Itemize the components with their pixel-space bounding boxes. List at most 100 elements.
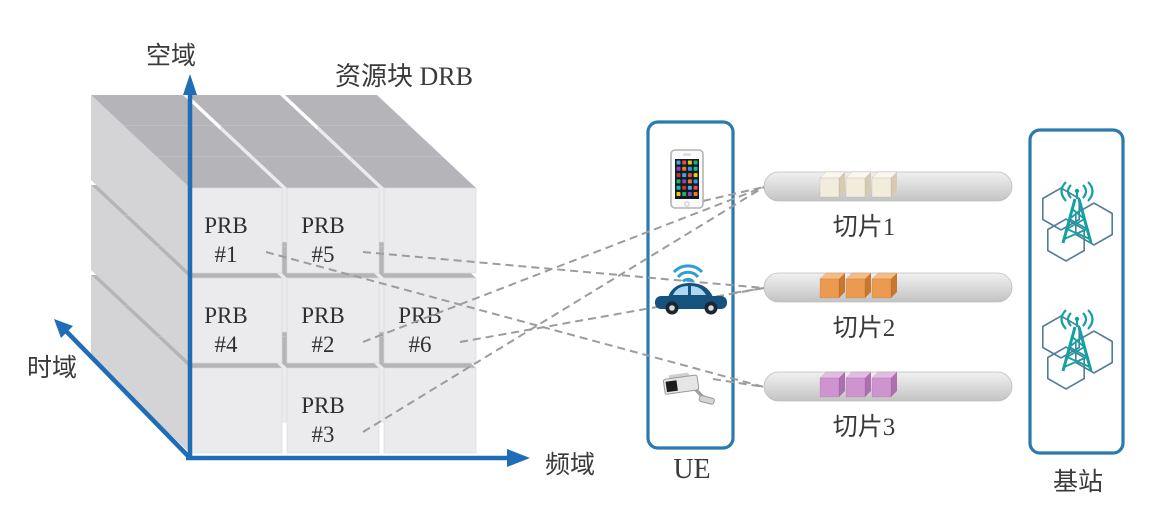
frequency-axis-arrow-icon <box>507 449 530 467</box>
cube-front-face <box>189 367 283 454</box>
cube-front-face <box>286 277 380 364</box>
cube-top-face <box>221 126 346 157</box>
prb-slice-link <box>362 186 765 433</box>
cell-tower-icon <box>1042 181 1113 262</box>
cube-side-face <box>124 306 157 422</box>
resource-block-cube <box>91 95 477 454</box>
device-slice-link <box>712 378 765 388</box>
app-icon <box>676 166 681 171</box>
prb-number: #6 <box>409 332 432 357</box>
app-icon <box>676 185 681 190</box>
slice-cube-front <box>845 377 866 398</box>
signal-wave-icon <box>1066 312 1072 327</box>
ue-devices <box>655 149 727 405</box>
app-icon <box>693 185 698 190</box>
device-slice-link <box>732 287 765 294</box>
cube-top-face <box>124 126 249 157</box>
app-icon <box>682 160 687 165</box>
base-station-label: 基站 <box>1053 468 1103 496</box>
signal-wave-icon <box>1066 184 1072 199</box>
hex-cell <box>1042 315 1080 359</box>
cube-front-face <box>286 187 380 274</box>
app-icon <box>676 173 681 178</box>
time-axis <box>64 329 192 460</box>
surveillance-camera-icon <box>662 372 715 405</box>
slice-cube-side <box>839 172 845 197</box>
app-icon <box>682 192 687 196</box>
cube-side-face <box>91 185 124 301</box>
cube-front-face <box>189 277 283 364</box>
app-icon <box>693 160 698 165</box>
slice-cube-side <box>865 172 871 197</box>
slice-cube-front <box>871 177 892 198</box>
slice-cube-front <box>871 278 892 299</box>
prb-number: #5 <box>312 242 335 267</box>
signal-wave-icon <box>1060 181 1067 202</box>
slice-cube-side <box>839 372 845 397</box>
prb-label: PRB <box>204 213 247 238</box>
prb-label: PRB <box>301 303 344 328</box>
app-icon <box>687 166 692 171</box>
cube-side-face <box>157 247 190 363</box>
smartphone-icon <box>670 149 704 209</box>
slice-cube-side <box>839 273 845 298</box>
prb-number: #4 <box>215 332 239 357</box>
slice-cube-front <box>819 177 840 198</box>
prb-label: PRB <box>398 303 441 328</box>
app-icon <box>693 173 698 178</box>
device-slice-link <box>702 186 765 202</box>
slice-cube-front <box>845 278 866 299</box>
signal-wave-icon <box>1060 309 1067 330</box>
axes <box>54 74 530 467</box>
app-icon <box>693 192 698 196</box>
signal-wave-icon <box>1087 309 1094 330</box>
slice-cube-side <box>891 372 897 397</box>
app-icon <box>687 173 692 178</box>
slice-label: 切片1 <box>833 213 896 241</box>
prb-label: PRB <box>204 303 247 328</box>
app-icon <box>682 173 687 178</box>
slice-cubes <box>819 171 898 398</box>
frequency-axis-label: 频域 <box>545 451 595 479</box>
cube-top-face <box>188 95 313 126</box>
app-icon <box>676 160 681 165</box>
cube-front-face <box>383 187 477 274</box>
cube-top-face <box>285 95 410 126</box>
app-icon <box>687 192 692 196</box>
cube-top-face <box>351 157 476 188</box>
cube-front-face <box>189 187 283 274</box>
slice-cube-front <box>845 177 866 198</box>
signal-wave-icon <box>1087 181 1094 202</box>
cell-tower-icon <box>1042 309 1113 390</box>
prb-label: PRB <box>301 213 344 238</box>
app-icon <box>682 179 687 184</box>
base-station-towers <box>1042 181 1113 390</box>
slice-cube-front <box>819 278 840 299</box>
base-station-box <box>1028 128 1125 455</box>
time-axis-arrow-icon <box>54 319 73 338</box>
cube-front-face <box>383 277 477 364</box>
prb-number: #3 <box>312 422 335 447</box>
prb-label: PRB <box>301 393 344 418</box>
cube-top-face <box>254 157 379 188</box>
cube-side-face <box>124 216 157 332</box>
ue-label: UE <box>673 454 710 485</box>
cube-top-face <box>91 95 216 126</box>
diagram-title: 资源块 DRB <box>335 62 473 91</box>
app-icon <box>676 179 681 184</box>
app-icon <box>693 166 698 171</box>
prb-slice-link <box>362 186 765 343</box>
connected-car-icon <box>655 264 727 315</box>
prb-slice-link <box>362 251 765 289</box>
cube-side-face <box>91 95 124 211</box>
hex-cell <box>1042 187 1080 231</box>
slice-label: 切片2 <box>833 314 896 342</box>
time-axis-label: 时域 <box>27 354 77 382</box>
slice-cube-side <box>891 172 897 197</box>
slice-cube-front <box>871 377 892 398</box>
spatial-axis-arrow-icon <box>183 74 197 95</box>
cube-top-face <box>318 126 443 157</box>
signal-wave-icon <box>1082 312 1088 327</box>
cube-side-face <box>157 157 190 273</box>
